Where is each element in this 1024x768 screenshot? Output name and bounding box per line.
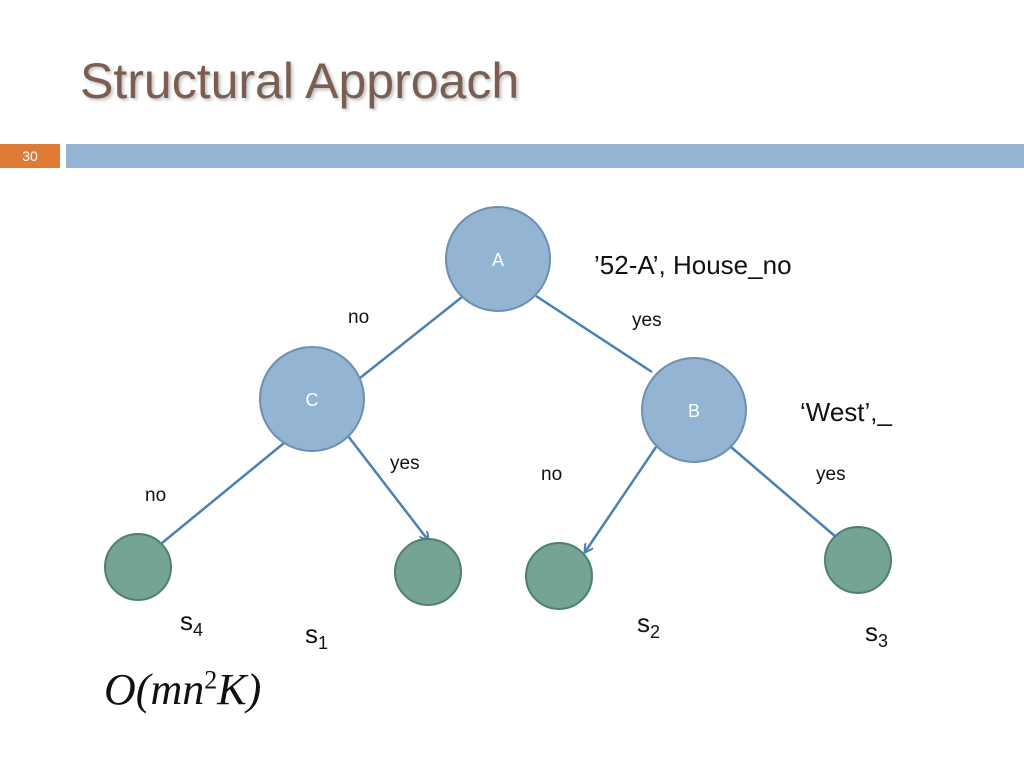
header-bar bbox=[66, 144, 1024, 168]
leaf-s3 bbox=[824, 526, 892, 594]
edge-c-s1 bbox=[347, 435, 428, 540]
edge-label-c-no: no bbox=[145, 485, 167, 506]
leaf-label-s2: s2 bbox=[637, 608, 661, 643]
svg-text:A: A bbox=[492, 250, 504, 270]
node-b: B bbox=[641, 357, 747, 463]
leaf-s2 bbox=[525, 542, 593, 610]
node-a: A bbox=[445, 206, 551, 312]
edge-label-c-yes: yes bbox=[390, 453, 420, 474]
node-c: C bbox=[259, 346, 365, 452]
svg-text:C: C bbox=[306, 390, 319, 410]
edge-label-b-no: no bbox=[541, 464, 563, 485]
edge-a-c bbox=[359, 296, 463, 379]
leaf-s1 bbox=[394, 538, 462, 606]
edge-b-s2 bbox=[585, 446, 658, 552]
annotation-node-a: ’52-A’, House_no bbox=[594, 250, 792, 280]
leaf-label-s1: s1 bbox=[305, 619, 329, 654]
edge-label-a-yes: yes bbox=[632, 310, 662, 331]
svg-text:B: B bbox=[688, 401, 700, 421]
edge-b-s3 bbox=[730, 446, 837, 538]
edge-a-b bbox=[535, 294, 653, 374]
leaf-s4 bbox=[104, 533, 172, 601]
complexity-formula: O(mn2K) bbox=[104, 665, 262, 714]
slide-number: 30 bbox=[0, 144, 60, 168]
slide-title: Structural Approach bbox=[80, 53, 520, 109]
leaf-label-s3: s3 bbox=[865, 617, 889, 652]
edge-label-b-yes: yes bbox=[816, 464, 846, 485]
edge-c-s4 bbox=[161, 442, 285, 544]
annotation-node-b: ‘West’,_ bbox=[800, 397, 892, 427]
edge-label-a-no: no bbox=[348, 307, 370, 328]
leaf-label-s4: s4 bbox=[180, 606, 204, 641]
